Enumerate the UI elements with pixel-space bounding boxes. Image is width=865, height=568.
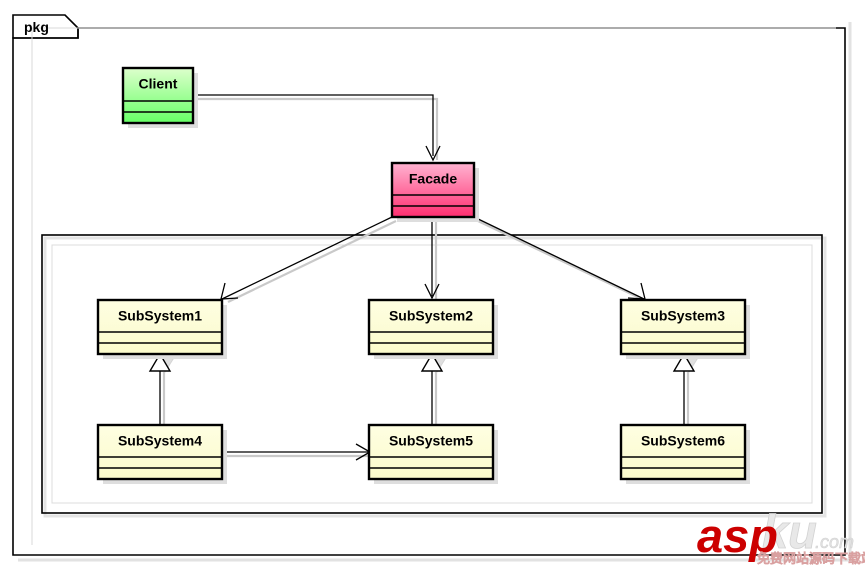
watermark-com-text: .com [815,532,854,552]
class-name-subsystem3: SubSystem3 [641,308,725,324]
watermark-tagline: 免费网站源码下载站 [757,551,865,567]
package-body [12,27,846,556]
watermark-ku-text: ku [762,505,817,558]
class-box-client[interactable]: Client [121,66,198,128]
connector-facade-subsystem1 [220,216,397,303]
class-box-subsystem4[interactable]: SubSystem4 [96,423,227,484]
class-box-subsystem2[interactable]: SubSystem2 [367,298,498,359]
class-box-subsystem6[interactable]: SubSystem6 [619,423,750,484]
package-frame [12,14,852,562]
class-name-client: Client [139,76,178,92]
class-name-subsystem6: SubSystem6 [641,433,725,449]
connector-facade-subsystem3 [473,216,649,303]
connector-client-facade [193,94,441,162]
class-box-facade[interactable]: Facade [390,161,479,222]
connector-subsystem6-subsystem3 [672,352,700,425]
connector-subsystem4-subsystem5 [222,443,372,461]
watermark-logo: ku .com asp 免费网站源码下载站 [697,505,865,568]
package-label: pkg [24,19,49,35]
class-box-subsystem1[interactable]: SubSystem1 [96,298,227,359]
class-box-subsystem5[interactable]: SubSystem5 [367,423,498,484]
class-name-subsystem4: SubSystem4 [118,433,202,449]
watermark-asp-text: asp [697,509,778,562]
class-name-facade: Facade [409,171,457,187]
class-name-subsystem1: SubSystem1 [118,308,202,324]
connector-facade-subsystem2 [424,217,440,300]
class-name-subsystem5: SubSystem5 [389,433,473,449]
connector-subsystem4-subsystem1 [148,352,176,425]
class-name-subsystem2: SubSystem2 [389,308,473,324]
class-box-subsystem3[interactable]: SubSystem3 [619,298,750,359]
connector-subsystem5-subsystem2 [420,352,448,425]
